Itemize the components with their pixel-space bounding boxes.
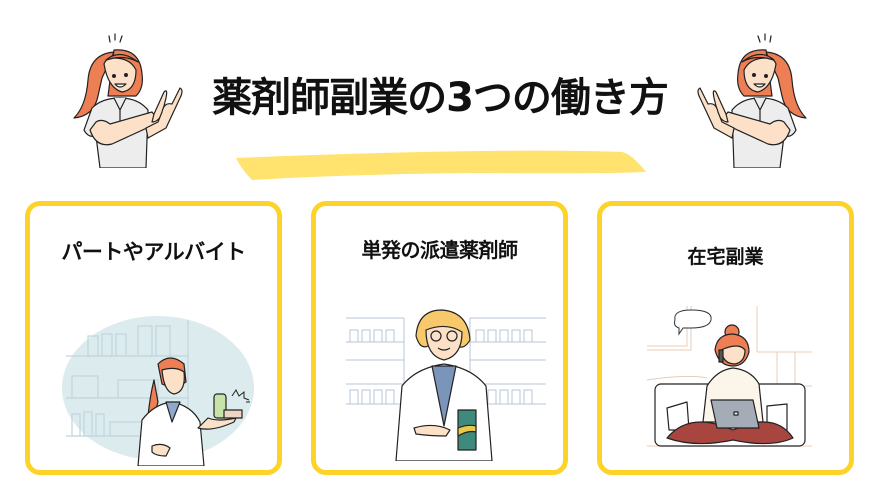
card-title: 単発の派遣薬剤師 <box>361 238 519 262</box>
pointing-woman-right-illustration <box>697 33 807 168</box>
card-title: パートやアルバイト <box>61 240 246 264</box>
pharmacist-presenting-box-illustration <box>346 309 546 461</box>
pointing-woman-left-illustration <box>73 33 183 168</box>
woman-working-from-home-illustration <box>647 306 812 447</box>
page-title: 薬剤師副業の3つの働き方 <box>212 75 669 121</box>
work-style-card-remote-side-job[interactable]: 在宅副業 <box>597 201 854 475</box>
yellow-brush-underline <box>236 150 646 180</box>
pharmacist-with-medicine-illustration <box>62 316 254 466</box>
work-style-card-temp-dispatch[interactable]: 単発の派遣薬剤師 <box>311 201 568 475</box>
work-style-card-part-time[interactable]: パートやアルバイト <box>25 201 282 475</box>
card-title: 在宅副業 <box>687 246 764 268</box>
